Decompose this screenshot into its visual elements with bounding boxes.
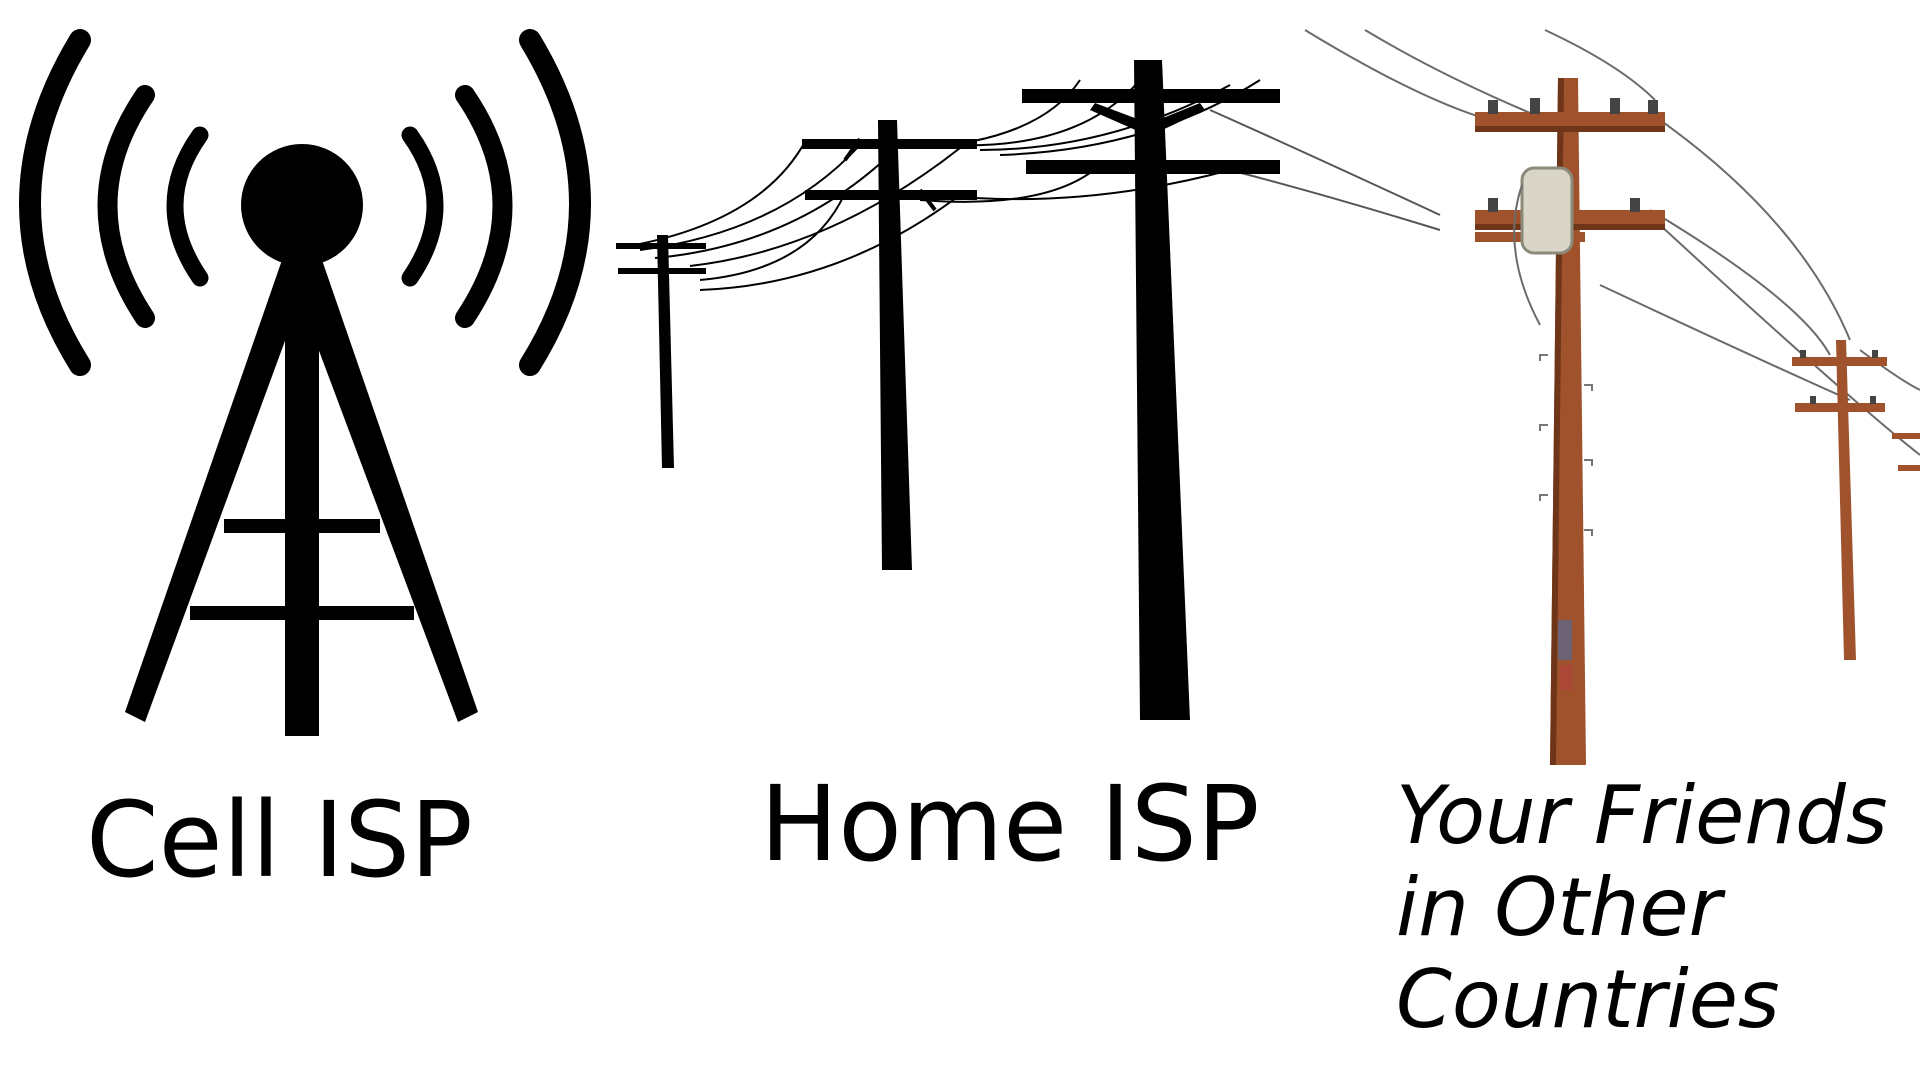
- cell-tower-body: [125, 144, 478, 736]
- friends-label-line-3: Countries: [1396, 953, 1780, 1046]
- friends-label: Your Friends in Other Countries: [1396, 770, 1916, 1046]
- cell-isp-label: Cell ISP: [86, 779, 473, 901]
- home-isp-label: Home ISP: [760, 763, 1260, 885]
- friends-label-line-2: in Other: [1396, 861, 1722, 954]
- home-poles: [616, 60, 1441, 720]
- wooden-utility-poles: [1304, 29, 1920, 765]
- cell-tower-icon: [19, 29, 591, 376]
- friends-label-line-1: Your Friends: [1396, 769, 1888, 862]
